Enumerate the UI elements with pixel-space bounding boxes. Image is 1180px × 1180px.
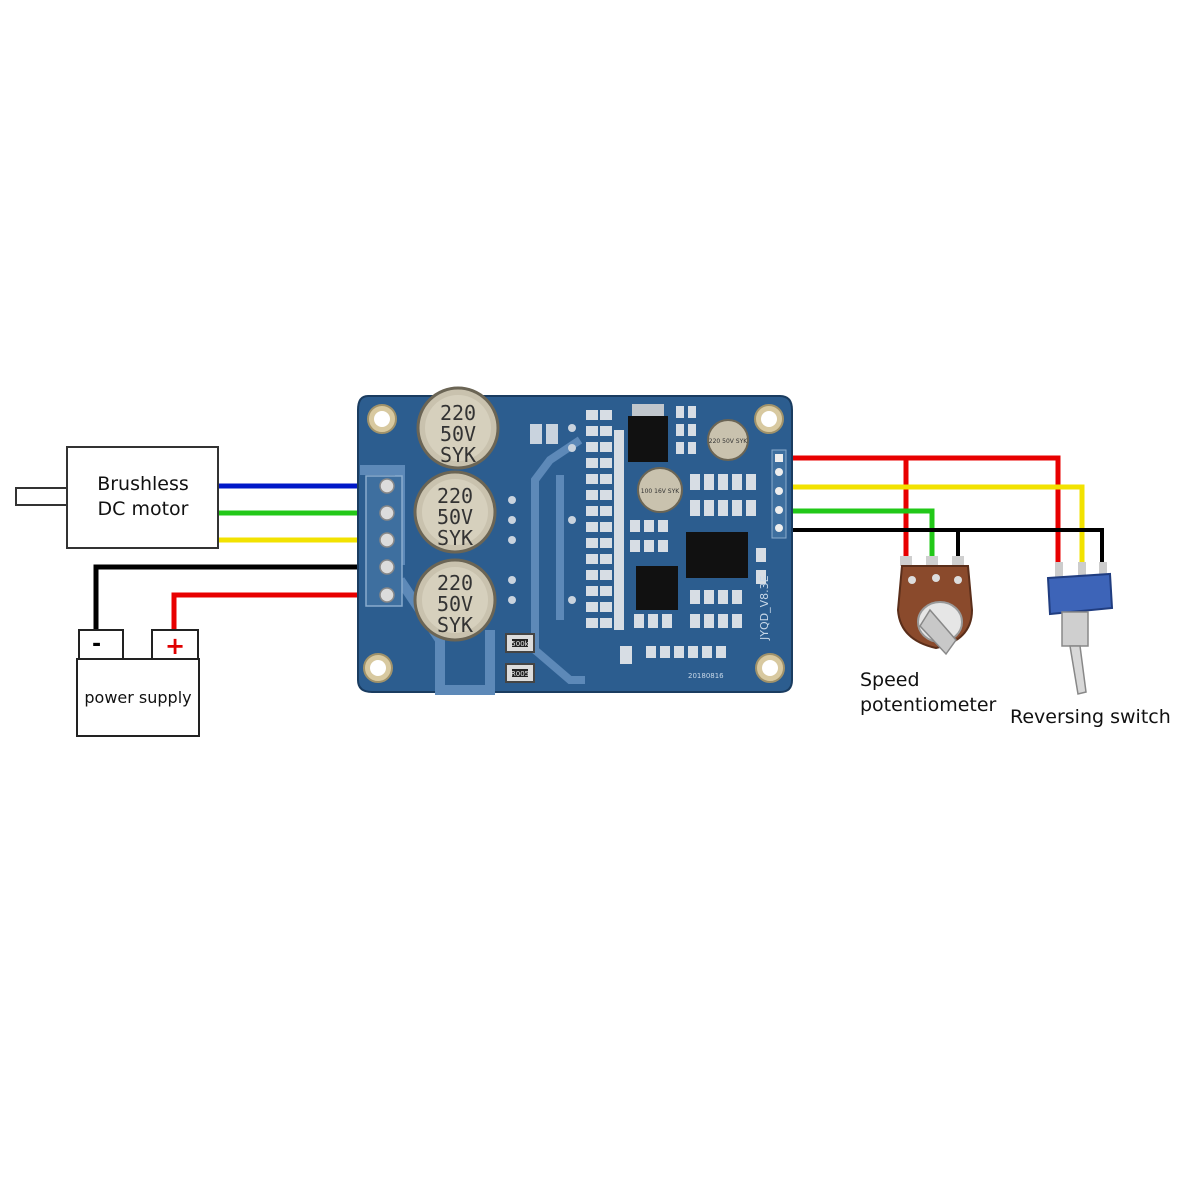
- control-wire-yellow: [780, 484, 1085, 565]
- resistor-1-label: 500k: [511, 640, 529, 648]
- smd-components: [620, 474, 766, 664]
- negative-terminal: [78, 629, 124, 661]
- motor-shaft: [15, 487, 69, 506]
- capacitor-1: 220 50V SYK: [416, 386, 500, 470]
- pad-5: [379, 587, 395, 603]
- small-capacitor-1: 220 50V SYK: [707, 419, 749, 461]
- control-wires: [780, 455, 1104, 565]
- controller-ic: [636, 566, 678, 610]
- board-version-label: JYQD_V8.3E: [758, 575, 771, 641]
- motor-label: Brushless DC motor: [70, 472, 216, 522]
- pot-label-line2: potentiometer: [860, 694, 997, 716]
- mounting-holes: [363, 404, 785, 683]
- motor-label-line2: DC motor: [97, 498, 189, 520]
- pad-3: [379, 532, 395, 548]
- motor-wires: [216, 483, 384, 543]
- switch-body: [1046, 572, 1114, 616]
- switch-lever: [1069, 645, 1087, 695]
- small-cap-2-label: 100 16V SYK: [641, 488, 680, 495]
- capacitor-1-line2: 50V: [440, 422, 476, 446]
- small-pads-left: [508, 424, 576, 604]
- speed-potentiometer-label: Speed potentiometer: [860, 668, 996, 718]
- reversing-switch: [1046, 562, 1114, 695]
- switch-pin-3: [1099, 562, 1107, 578]
- pad-4: [379, 559, 395, 575]
- capacitor-2-line3: SYK: [437, 526, 473, 550]
- pad-2: [379, 505, 395, 521]
- small-capacitor-2: 100 16V SYK: [637, 467, 683, 513]
- speed-potentiometer: [896, 556, 974, 656]
- motor-label-line1: Brushless: [97, 473, 189, 495]
- small-cap-1-label: 220 50V SYK: [709, 438, 748, 445]
- center-trace: [531, 436, 585, 684]
- switch-pin-2: [1078, 562, 1086, 578]
- power-wires: [93, 564, 384, 632]
- control-wire-green: [780, 508, 935, 558]
- driver-ic: [686, 532, 748, 578]
- pot-lug-2: [926, 556, 938, 566]
- pad-1: [379, 478, 395, 494]
- switch-pin-1: [1055, 562, 1063, 578]
- brushless-motor: [15, 446, 219, 549]
- reversing-switch-label: Reversing switch: [1010, 706, 1171, 728]
- board-date-label: 20180816: [688, 672, 724, 680]
- plus-sign: +: [165, 632, 186, 660]
- pot-label-line1: Speed: [860, 669, 920, 691]
- right-control-pads: [771, 449, 787, 539]
- capacitor-2-line2: 50V: [437, 505, 473, 529]
- capacitor-3-line3: SYK: [437, 613, 473, 637]
- capacitor-2-line1: 220: [437, 484, 473, 508]
- driver-board: 220 50V SYK 220 50V SYK 220 50V SYK: [357, 386, 793, 695]
- mosfet-pads: [586, 410, 624, 630]
- capacitor-1-line1: 220: [440, 401, 476, 425]
- capacitor-1-line3: SYK: [440, 443, 476, 467]
- pot-shaft: [919, 608, 957, 656]
- motor-body: [66, 446, 219, 549]
- pot-lug-1: [900, 556, 912, 566]
- capacitor-3-line2: 50V: [437, 592, 473, 616]
- power-wire-red: [171, 592, 384, 632]
- switch-bushing: [1061, 611, 1089, 647]
- minus-sign: -: [92, 632, 102, 657]
- resistor-2-label: R005: [511, 670, 529, 678]
- power-supply-label: power supply: [84, 688, 192, 707]
- regulator-pads: [676, 406, 696, 454]
- pot-lug-3: [952, 556, 964, 566]
- capacitor-3: 220 50V SYK: [413, 558, 497, 642]
- regulator-chip: [628, 416, 668, 462]
- capacitor-3-line1: 220: [437, 571, 473, 595]
- control-wire-black: [780, 528, 1104, 565]
- power-supply: [76, 629, 200, 737]
- shunt-resistors: 500k R005: [505, 633, 535, 683]
- left-terminal-pads: [365, 475, 403, 607]
- power-supply-body: [76, 658, 200, 737]
- capacitor-2: 220 50V SYK: [413, 470, 497, 554]
- power-wire-black: [93, 564, 384, 632]
